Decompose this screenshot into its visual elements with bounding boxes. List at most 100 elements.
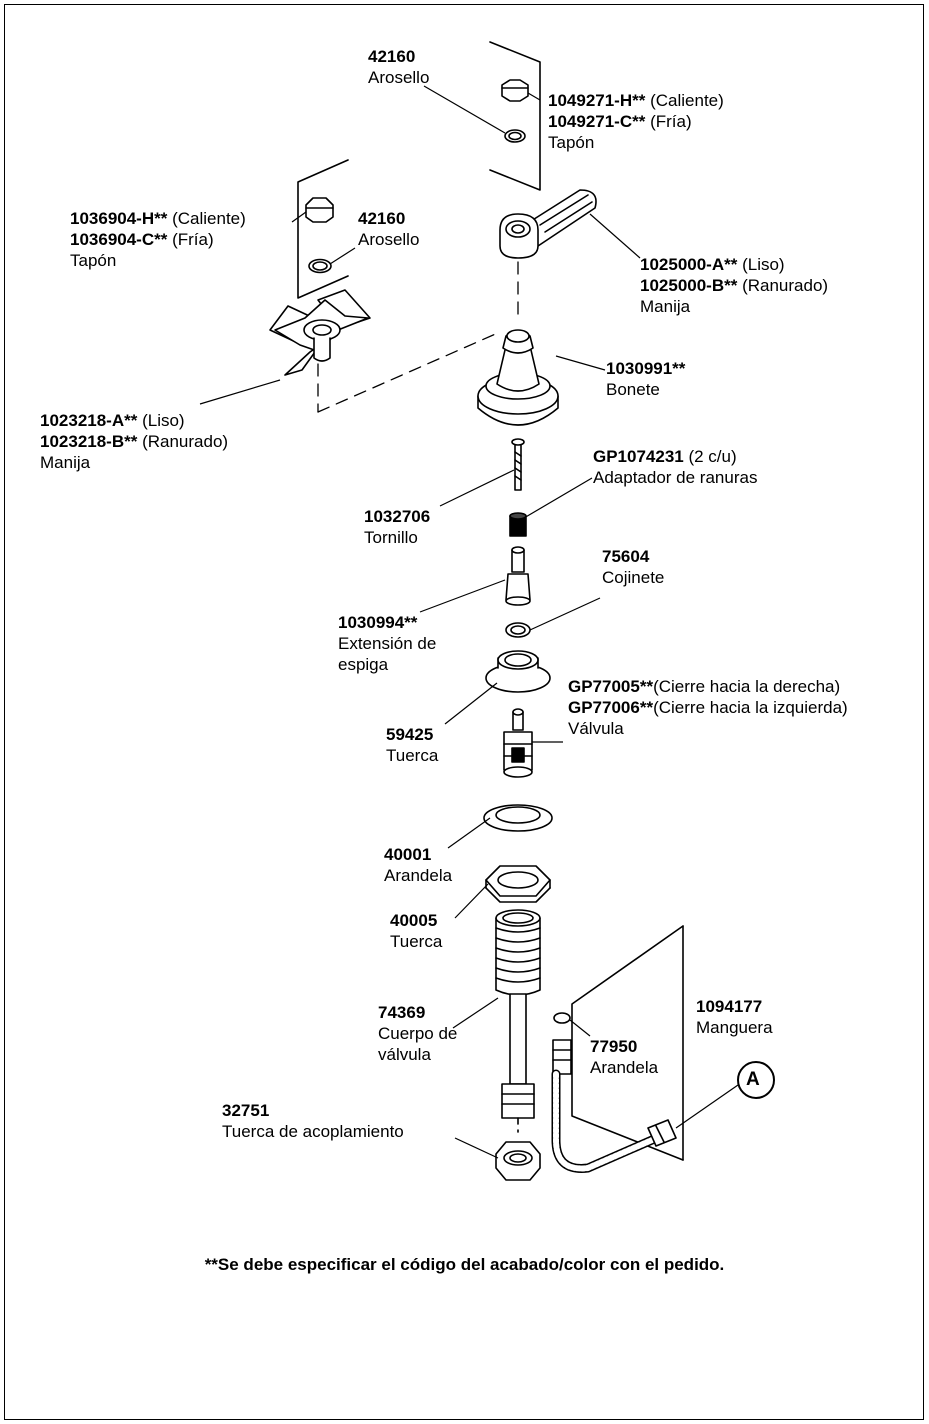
- stem-extension-part: [505, 546, 531, 606]
- part-name: Extensión de: [338, 634, 437, 653]
- cap-cross-part: [305, 197, 334, 223]
- part-variant: (2 c/u): [683, 447, 737, 466]
- part-name: Cojinete: [602, 568, 665, 587]
- label-stem-extension: 1030994** Extensión de espiga: [338, 612, 436, 675]
- inset-card-lever-cap: [489, 41, 541, 191]
- label-coupling-nut: 32751 Tuerca de acoplamiento: [222, 1100, 404, 1142]
- part-name: espiga: [338, 655, 389, 674]
- cross-handle-part: [269, 289, 371, 376]
- label-cap-cross: 1036904-H** (Caliente) 1036904-C** (Fría…: [70, 208, 246, 271]
- part-variant: (Ranurado): [137, 432, 229, 451]
- label-screw: 1032706 Tornillo: [364, 506, 430, 548]
- part-name: Arosello: [358, 230, 420, 249]
- part-name: Manguera: [696, 1018, 773, 1037]
- bonnet-part: [477, 329, 559, 426]
- valve-cartridge-part: [503, 708, 533, 778]
- screw-part: [511, 438, 525, 491]
- part-number: 75604: [602, 547, 650, 566]
- part-name: Tapón: [548, 133, 595, 152]
- lever-handle-part: [499, 189, 597, 259]
- part-number: 1032706: [364, 507, 431, 526]
- part-number: GP77005**: [568, 677, 654, 696]
- part-number: 42160: [358, 209, 406, 228]
- part-name: Arosello: [368, 68, 430, 87]
- part-name: Bonete: [606, 380, 660, 399]
- part-name: Tornillo: [364, 528, 418, 547]
- part-number: 42160: [368, 47, 416, 66]
- part-number: 1094177: [696, 997, 763, 1016]
- part-number: 1023218-A**: [40, 411, 138, 430]
- label-nut-59425: 59425 Tuerca: [386, 724, 438, 766]
- label-washer-40001: 40001 Arandela: [384, 844, 452, 886]
- label-cross-handle: 1023218-A** (Liso) 1023218-B** (Ranurado…: [40, 410, 228, 473]
- part-name: Manija: [40, 453, 91, 472]
- part-name: Adaptador de ranuras: [593, 468, 758, 487]
- part-name: Válvula: [568, 719, 624, 738]
- label-rosette-cross: 42160 Arosello: [358, 208, 419, 250]
- part-name: Tapón: [70, 251, 117, 270]
- coupling-nut-part: [495, 1141, 541, 1181]
- part-number: 1036904-C**: [70, 230, 168, 249]
- label-washer-77950: 77950 Arandela: [590, 1036, 658, 1078]
- part-name: válvula: [378, 1045, 431, 1064]
- part-variant: (Fría): [167, 230, 214, 249]
- bearing-part: [505, 622, 531, 638]
- label-bearing: 75604 Cojinete: [602, 546, 664, 588]
- part-variant: (Liso): [737, 255, 785, 274]
- part-variant: (Cierre hacia la izquierda): [653, 698, 848, 717]
- footnote: **Se debe especificar el código del acab…: [204, 1255, 725, 1274]
- part-number: 40005: [390, 911, 438, 930]
- label-bonnet: 1030991** Bonete: [606, 358, 685, 400]
- callout-a-circle: [737, 1061, 775, 1099]
- label-cap-lever: 1049271-H** (Caliente) 1049271-C** (Fría…: [548, 90, 724, 153]
- part-number: 1030991**: [606, 359, 686, 378]
- part-number: 40001: [384, 845, 432, 864]
- part-number: 1036904-H**: [70, 209, 168, 228]
- label-rosette-top: 42160 Arosello: [368, 46, 429, 88]
- part-name: Tuerca: [386, 746, 439, 765]
- part-number: 1025000-A**: [640, 255, 738, 274]
- hex-nut-40005-part: [485, 865, 551, 903]
- cap-lever-part: [501, 79, 529, 102]
- washer-40001-part: [483, 804, 553, 832]
- flanged-nut-part: [485, 650, 551, 693]
- part-number: 1049271-H**: [548, 91, 646, 110]
- inset-card-hose: [571, 925, 684, 1161]
- part-number: 77950: [590, 1037, 638, 1056]
- part-variant: (Cierre hacia la derecha): [653, 677, 841, 696]
- part-number: 1049271-C**: [548, 112, 646, 131]
- inset-card-cross-cap: [297, 159, 349, 299]
- part-number: 1023218-B**: [40, 432, 138, 451]
- part-name: Arandela: [384, 866, 453, 885]
- part-number: 1025000-B**: [640, 276, 738, 295]
- spline-adapter-part: [509, 512, 527, 537]
- part-number: 74369: [378, 1003, 426, 1022]
- part-name: Cuerpo de: [378, 1024, 458, 1043]
- leader-lines: [199, 85, 739, 1159]
- part-name: Manija: [640, 297, 691, 316]
- part-number: GP1074231: [593, 447, 684, 466]
- part-variant: (Fría): [645, 112, 692, 131]
- part-variant: (Caliente): [645, 91, 724, 110]
- label-nut-40005: 40005 Tuerca: [390, 910, 442, 952]
- label-valve: GP77005**(Cierre hacia la derecha) GP770…: [568, 676, 848, 739]
- part-number: 32751: [222, 1101, 270, 1120]
- part-name: Arandela: [590, 1058, 659, 1077]
- valve-body-part: [495, 909, 541, 1133]
- callout-a-label: A: [746, 1069, 760, 1090]
- part-variant: (Liso): [137, 411, 185, 430]
- part-variant: (Caliente): [167, 209, 246, 228]
- part-number: 1030994**: [338, 613, 418, 632]
- label-hose: 1094177 Manguera: [696, 996, 773, 1038]
- part-name: Tuerca de acoplamiento: [222, 1122, 404, 1141]
- part-variant: (Ranurado): [737, 276, 829, 295]
- part-number: 59425: [386, 725, 434, 744]
- hose-part: [551, 1012, 677, 1173]
- part-name: Tuerca: [390, 932, 443, 951]
- part-number: GP77006**: [568, 698, 654, 717]
- label-spline-adapter: GP1074231 (2 c/u) Adaptador de ranuras: [593, 446, 757, 488]
- label-lever-handle: 1025000-A** (Liso) 1025000-B** (Ranurado…: [640, 254, 828, 317]
- label-valve-body: 74369 Cuerpo de válvula: [378, 1002, 457, 1065]
- page-border: [4, 4, 924, 1420]
